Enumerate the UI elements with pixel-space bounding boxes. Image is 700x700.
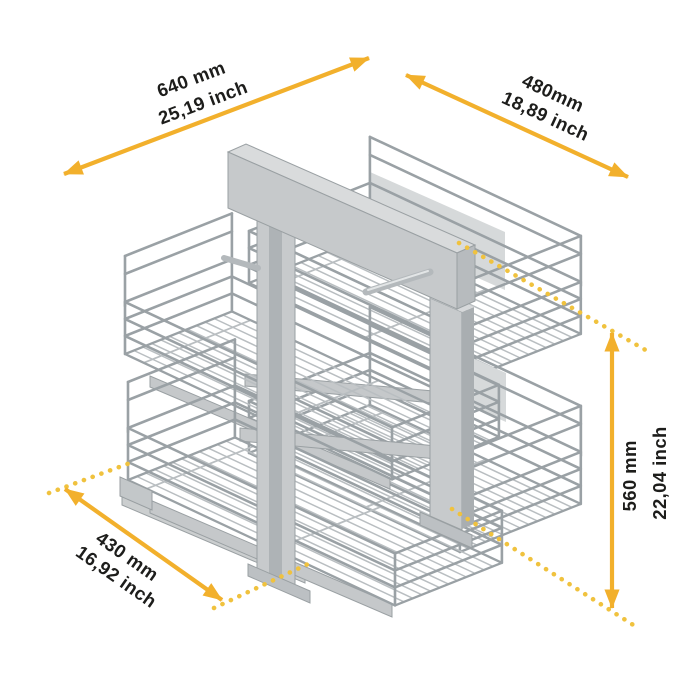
product-part [456, 244, 476, 310]
product-part [126, 401, 504, 572]
product-part [269, 219, 282, 584]
product-part [462, 307, 474, 529]
dim-width-arrow [63, 56, 370, 176]
product-part [126, 338, 237, 434]
product-part [123, 258, 501, 429]
dim-depth-arrow [405, 73, 629, 179]
product-part [126, 418, 504, 589]
product-part [362, 268, 434, 296]
dim-depth-label: 480mm 18,89 inch [499, 65, 603, 145]
product-illustration [119, 135, 583, 618]
dim-pullout-ext-line-upper [46, 460, 133, 496]
dim-height-inch: 22,04 inch [649, 426, 670, 519]
product-part [126, 384, 504, 607]
product-part [123, 292, 501, 463]
dim-height-ext-line-top [456, 240, 652, 355]
product-part [126, 384, 504, 555]
product-part [123, 212, 234, 308]
product-part [126, 338, 237, 402]
dim-pullout-arrow [63, 487, 224, 602]
product-part [367, 270, 429, 291]
product-part [123, 212, 234, 276]
dim-height-label: 560 mm 22,04 inch [619, 426, 670, 519]
product-part [368, 135, 583, 256]
dim-pullout-label: 430 mm 16,92 inch [72, 522, 174, 612]
product-part [458, 404, 583, 474]
product-part [458, 234, 583, 304]
product-part [247, 385, 583, 536]
product-part [429, 297, 463, 531]
product-part [221, 255, 261, 271]
product-part [123, 275, 501, 446]
dim-pullout-ext-line-lower [211, 561, 311, 611]
product-part [419, 511, 473, 549]
dim-width-label: 640 mm 25,19 inch [146, 52, 250, 129]
product-part [247, 563, 311, 604]
dim-height-mm: 560 mm [619, 440, 640, 511]
